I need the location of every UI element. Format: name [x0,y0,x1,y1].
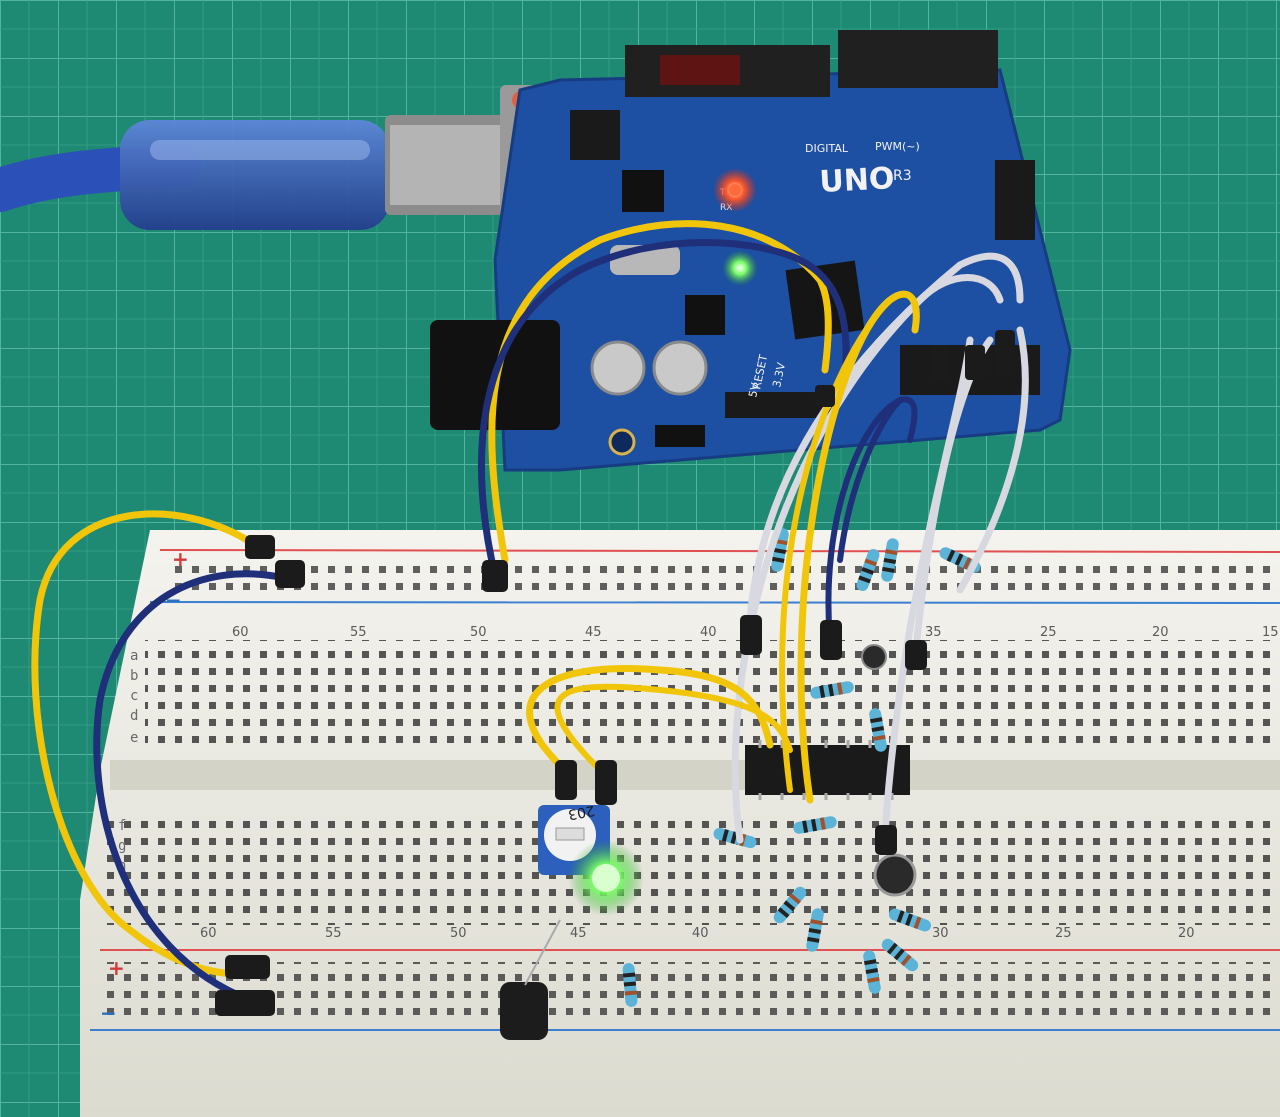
rail-plus-top: + [172,547,189,571]
resistor [869,708,887,752]
green-led [592,864,620,892]
resistor [881,538,899,582]
column-number: 15 [1262,625,1279,640]
column-number: 40 [692,926,709,941]
row-letter: f [118,818,126,834]
column-number: 35 [925,625,942,640]
voltage-regulator [685,295,725,335]
resistor [856,548,880,592]
resistor [810,681,854,699]
column-number: 50 [470,625,487,640]
row-letter: g [118,838,126,854]
rail-plus-bottom: + [108,956,125,980]
breadboard: + − + − 60 55 50 45 40 35 25 20 15 60 55… [80,530,1280,1117]
resistor [771,528,789,572]
column-number: 50 [450,926,467,941]
column-number: 25 [1055,926,1072,941]
usb-chip [622,170,664,212]
v33-label: 3.3V [770,361,788,389]
column-number: 45 [585,625,602,640]
capacitor [590,340,646,396]
row-letter: c [130,688,138,704]
column-number: 20 [1178,926,1195,941]
wire-yellow [526,665,774,774]
wire-plugs [215,330,1015,1016]
column-number: 60 [200,926,217,941]
wire-white [731,274,1004,844]
resistor [773,886,807,924]
resistor [863,950,881,994]
trimmer-marking: 203 [567,802,596,822]
tx-led-core [729,184,741,196]
digital-header-right [838,30,998,88]
v5-label: 5V [746,381,762,398]
column-number: 55 [325,926,342,941]
wire-blue [478,239,850,579]
resistor [881,938,919,972]
power-led [722,250,758,286]
wire-yellow [31,510,259,979]
wire-yellow [488,220,832,564]
resistor [622,963,638,1007]
mounting-hole [608,428,636,456]
resistor [888,908,932,932]
row-letter: b [130,668,138,684]
wire-blue [825,396,918,643]
resistor [793,816,837,834]
column-number: 60 [232,625,249,640]
resistor [806,908,824,952]
arduino-board: UNO R3 DIGITAL PWM(~) RESET 3.3V 5V TX R… [430,30,1072,472]
electrolytic-capacitor [500,982,548,1040]
ic-chip [745,745,910,795]
wire-yellow [797,290,920,804]
column-number: 40 [700,625,717,640]
capacitor [652,340,708,396]
wire-yellow [779,302,888,793]
electrolytic-capacitor [873,853,917,897]
column-number: 30 [932,926,949,941]
row-letter: a [130,648,138,664]
wire-blue [837,397,903,563]
electrolytic-capacitor [861,644,887,670]
wire-white [956,326,1029,594]
board-model: UNO [819,161,896,200]
wire-yellow [554,683,793,773]
column-number: 45 [570,926,587,941]
pwm-label: PWM(~) [875,140,920,153]
wire-white [881,336,974,839]
column-number: 25 [1040,625,1057,640]
column-number: 55 [350,625,367,640]
board-revision: R3 [893,168,912,184]
column-number: 20 [1152,625,1169,640]
digital-label: DIGITAL [805,142,849,155]
icsp-header-usb [570,110,620,160]
wire-blue [93,570,289,1004]
rail-minus-bottom: − [100,1001,117,1025]
diode [655,425,705,447]
row-letter: d [130,708,138,724]
icsp-header [995,160,1035,240]
row-letter: e [130,730,138,746]
